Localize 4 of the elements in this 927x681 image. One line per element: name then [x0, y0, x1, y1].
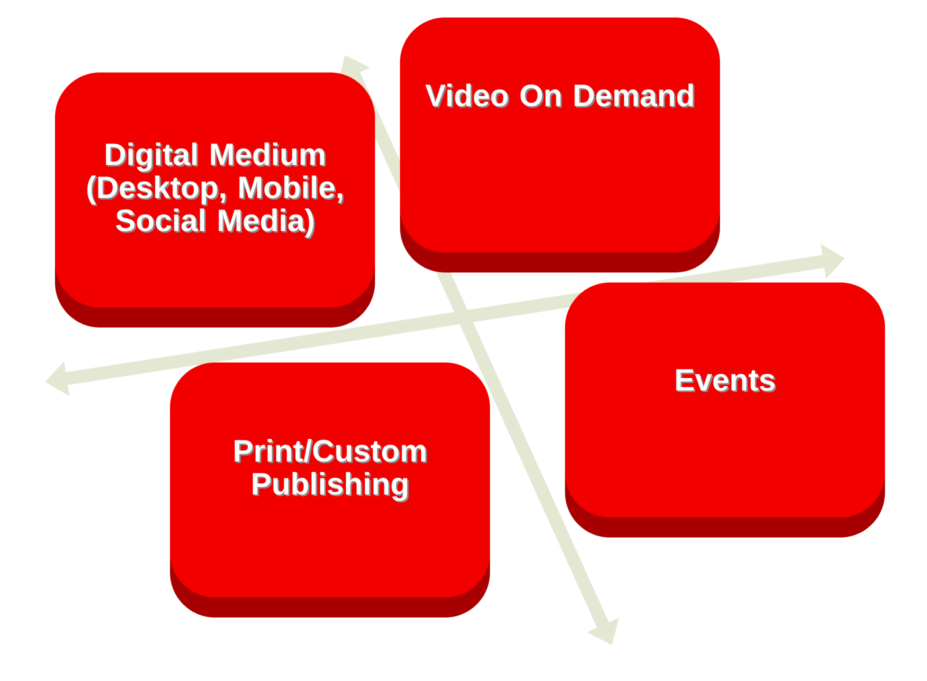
rounded-tile: Print/Custom Publishing [170, 362, 490, 618]
rounded-tile: Digital Medium (Desktop, Mobile, Social Media) [55, 72, 375, 328]
rounded-tile: Events [565, 282, 885, 538]
rounded-tile: Video On Demand [400, 18, 720, 272]
